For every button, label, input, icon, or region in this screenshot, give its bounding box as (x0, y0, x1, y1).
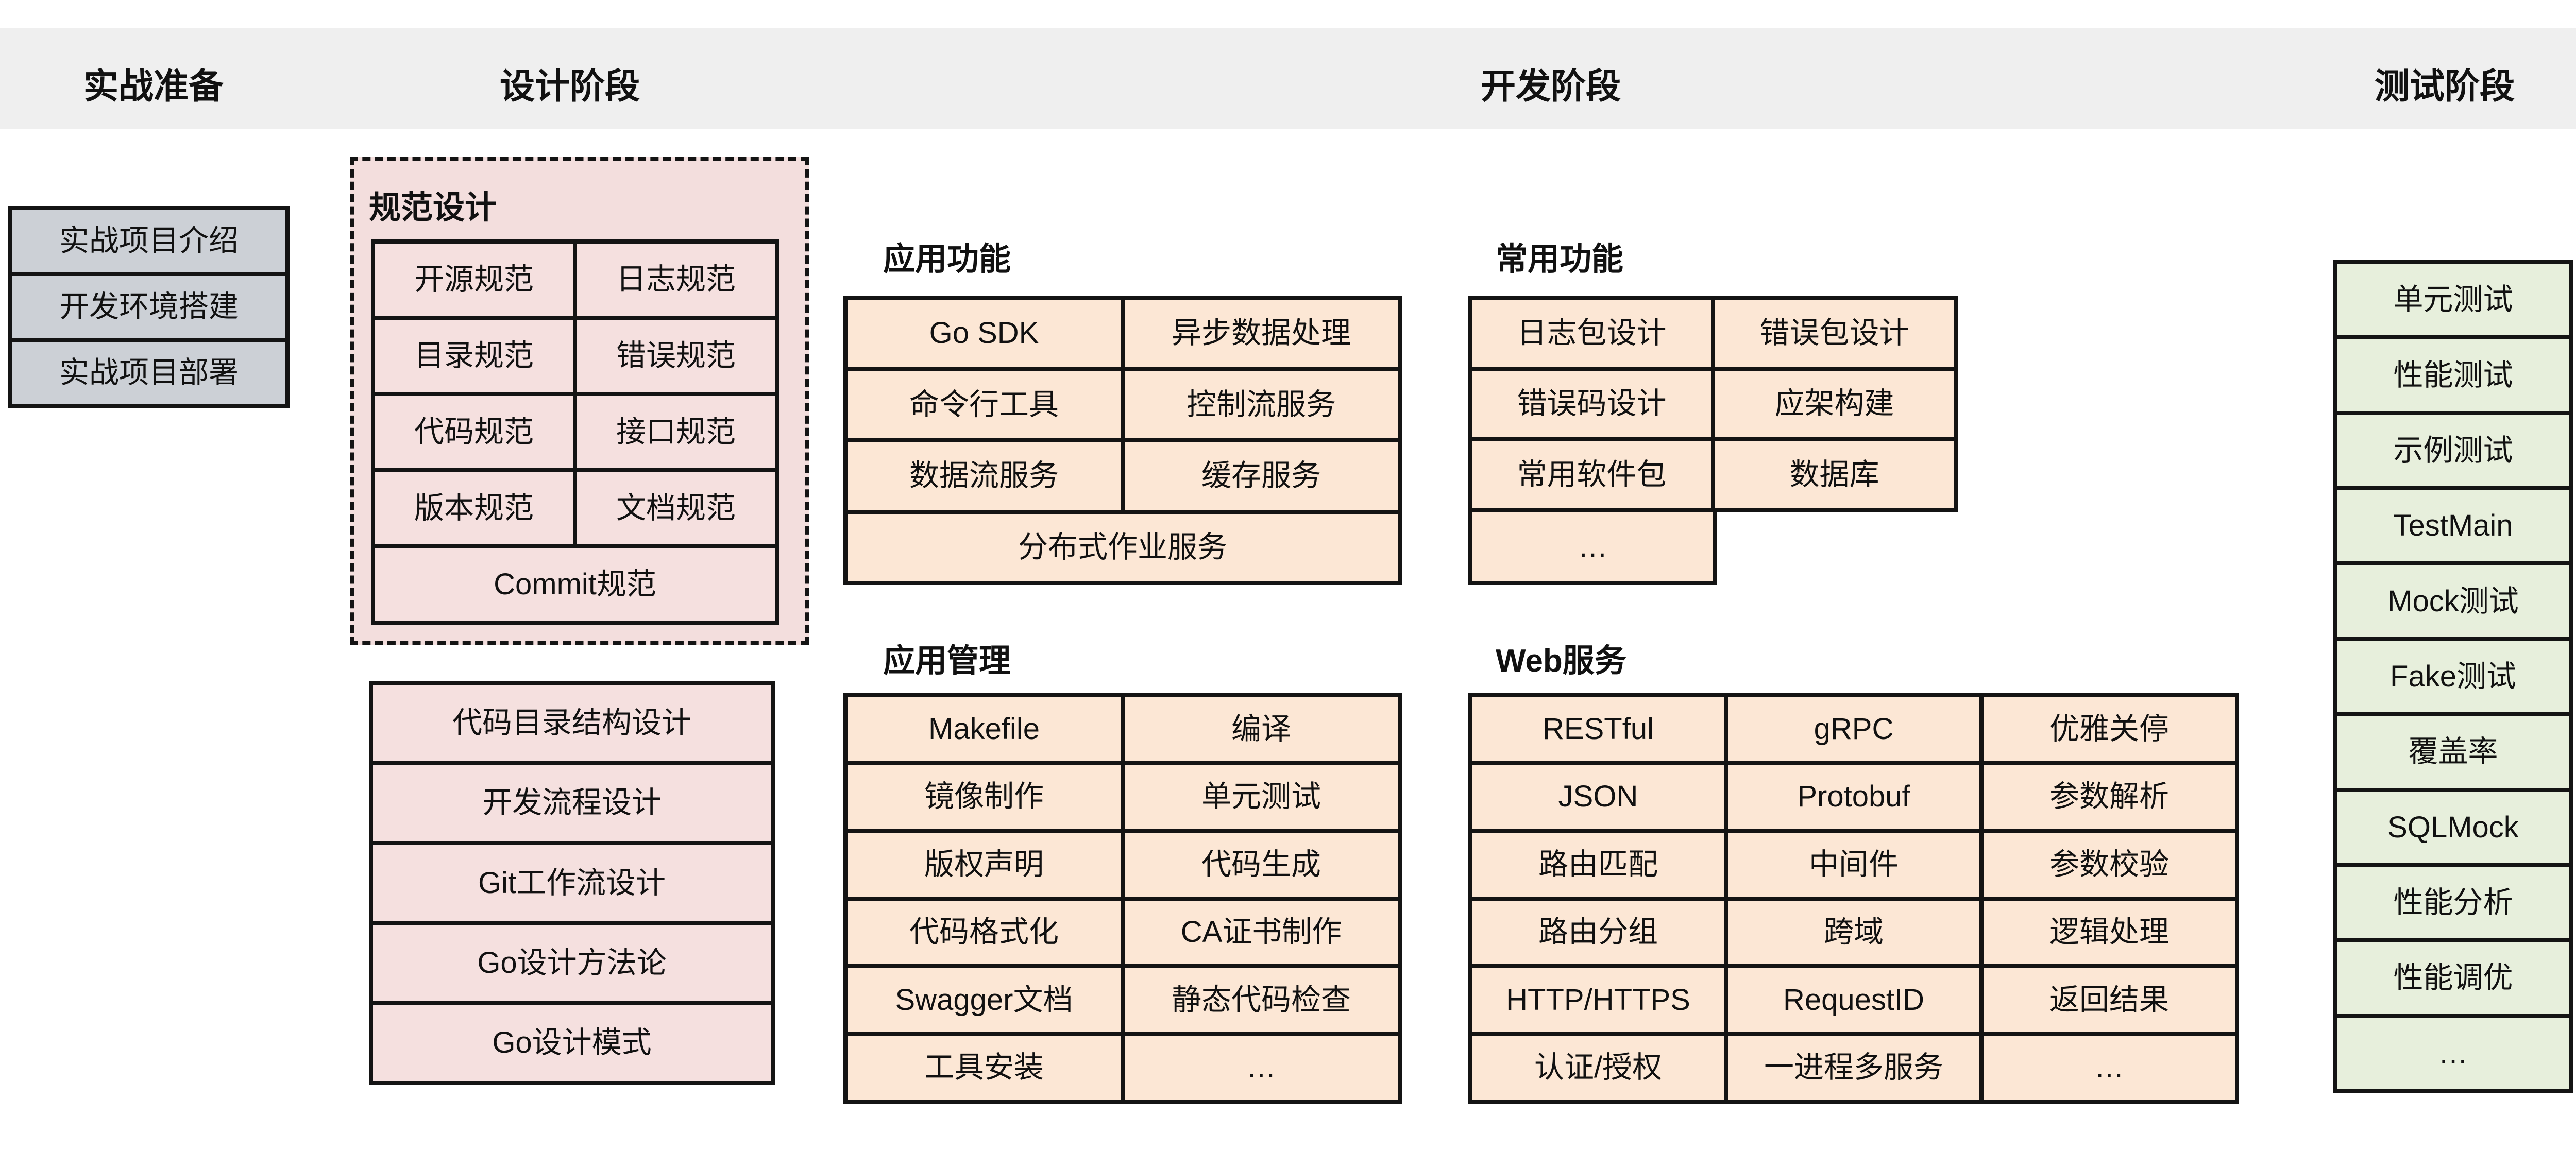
table-cell: … (1125, 1036, 1398, 1100)
table-cell: 代码生成 (1125, 833, 1398, 897)
table-cell: Go SDK (848, 300, 1121, 367)
table-cell: 镜像制作 (848, 765, 1121, 829)
list-item: 开发流程设计 (373, 765, 771, 841)
table-cell: 目录规范 (375, 320, 573, 392)
table-cell: 版权声明 (848, 833, 1121, 897)
table-cell: 路由分组 (1472, 900, 1724, 964)
prep-stack: 实战项目介绍 开发环境搭建 实战项目部署 (8, 206, 290, 408)
design-stack: 代码目录结构设计 开发流程设计 Git工作流设计 Go设计方法论 Go设计模式 (369, 681, 775, 1085)
table-cell: 参数校验 (1984, 833, 2235, 897)
table-cell: 错误包设计 (1715, 300, 1954, 367)
table-cell: 接口规范 (577, 396, 775, 468)
table-cell: 认证/授权 (1472, 1036, 1724, 1100)
table-cell: 文档规范 (577, 472, 775, 544)
table-cell: 命令行工具 (848, 371, 1121, 438)
table-cell: 中间件 (1728, 833, 1979, 897)
spec-table: 开源规范 日志规范 目录规范 错误规范 代码规范 接口规范 版本规范 文档规范 … (371, 239, 779, 625)
list-item: 开发环境搭建 (12, 276, 285, 338)
table-cell: 编译 (1125, 697, 1398, 761)
list-item: 实战项目介绍 (12, 210, 285, 272)
list-item: TestMain (2337, 490, 2569, 562)
table-cell: 静态代码检查 (1125, 968, 1398, 1032)
common-table: 日志包设计 错误包设计 错误码设计 应架构建 常用软件包 数据库 (1468, 296, 1958, 512)
list-item: Mock测试 (2337, 565, 2569, 637)
table-cell: 日志包设计 (1472, 300, 1711, 367)
list-item: Go设计模式 (373, 1005, 771, 1081)
table-cell: 参数解析 (1984, 765, 2235, 829)
table-cell: RESTful (1472, 697, 1724, 761)
list-item: … (2337, 1018, 2569, 1089)
table-cell: 逻辑处理 (1984, 900, 2235, 964)
web-title: Web服务 (1496, 643, 1626, 679)
table-cell: 数据流服务 (848, 442, 1121, 510)
table-cell: 一进程多服务 (1728, 1036, 1979, 1100)
table-cell: 常用软件包 (1472, 441, 1711, 508)
test-stack: 单元测试 性能测试 示例测试 TestMain Mock测试 Fake测试 覆盖… (2333, 260, 2573, 1093)
table-cell: 缓存服务 (1125, 442, 1398, 510)
table-cell: 开源规范 (375, 244, 573, 316)
phase-label-dev: 开发阶段 (1481, 67, 1621, 106)
app-features-title: 应用功能 (883, 242, 1011, 277)
table-cell: 单元测试 (1125, 765, 1398, 829)
phase-label-prep: 实战准备 (83, 67, 224, 106)
table-cell: 控制流服务 (1125, 371, 1398, 438)
table-cell: 异步数据处理 (1125, 300, 1398, 367)
list-item: Go设计方法论 (373, 925, 771, 1001)
table-cell: Commit规范 (375, 548, 775, 621)
table-cell: gRPC (1728, 697, 1979, 761)
list-item: Fake测试 (2337, 641, 2569, 713)
list-item: 实战项目部署 (12, 342, 285, 404)
list-item: 性能分析 (2337, 867, 2569, 939)
table-cell: JSON (1472, 765, 1724, 829)
table-cell: 版本规范 (375, 472, 573, 544)
list-item: 覆盖率 (2337, 716, 2569, 788)
table-cell: HTTP/HTTPS (1472, 968, 1724, 1032)
table-cell: … (1472, 512, 1713, 581)
table-cell: 优雅关停 (1984, 697, 2235, 761)
common-tail-cell: … (1468, 508, 1717, 585)
phase-label-test: 测试阶段 (2375, 67, 2515, 106)
list-item: 性能调优 (2337, 942, 2569, 1014)
list-item: 代码目录结构设计 (373, 685, 771, 761)
app-features-table: Go SDK 异步数据处理 命令行工具 控制流服务 数据流服务 缓存服务 分布式… (843, 296, 1402, 585)
table-cell: 返回结果 (1984, 968, 2235, 1032)
table-cell: 应架构建 (1715, 370, 1954, 438)
spec-title: 规范设计 (369, 190, 497, 226)
phase-label-design: 设计阶段 (500, 67, 640, 106)
app-mgmt-table: Makefile 编译 镜像制作 单元测试 版权声明 代码生成 代码格式化 CA… (843, 693, 1402, 1104)
table-cell: Makefile (848, 697, 1121, 761)
table-cell: CA证书制作 (1125, 900, 1398, 964)
list-item: SQLMock (2337, 792, 2569, 863)
table-cell: Protobuf (1728, 765, 1979, 829)
table-cell: 错误码设计 (1472, 370, 1711, 438)
list-item: 性能测试 (2337, 339, 2569, 411)
table-cell: … (1984, 1036, 2235, 1100)
table-cell: 跨域 (1728, 900, 1979, 964)
table-cell: Swagger文档 (848, 968, 1121, 1032)
table-cell: 错误规范 (577, 320, 775, 392)
table-cell: 工具安装 (848, 1036, 1121, 1100)
table-cell: 日志规范 (577, 244, 775, 316)
web-table: RESTful gRPC 优雅关停 JSON Protobuf 参数解析 路由匹… (1468, 693, 2239, 1104)
table-cell: 代码规范 (375, 396, 573, 468)
table-cell: 分布式作业服务 (848, 513, 1398, 581)
list-item: Git工作流设计 (373, 845, 771, 921)
table-cell: 代码格式化 (848, 900, 1121, 964)
table-cell: 路由匹配 (1472, 833, 1724, 897)
phase-arrow-band (0, 0, 2576, 160)
list-item: 示例测试 (2337, 415, 2569, 487)
app-mgmt-title: 应用管理 (883, 643, 1011, 679)
table-cell: 数据库 (1715, 441, 1954, 508)
list-item: 单元测试 (2337, 264, 2569, 336)
common-title: 常用功能 (1496, 242, 1624, 277)
table-cell: RequestID (1728, 968, 1979, 1032)
